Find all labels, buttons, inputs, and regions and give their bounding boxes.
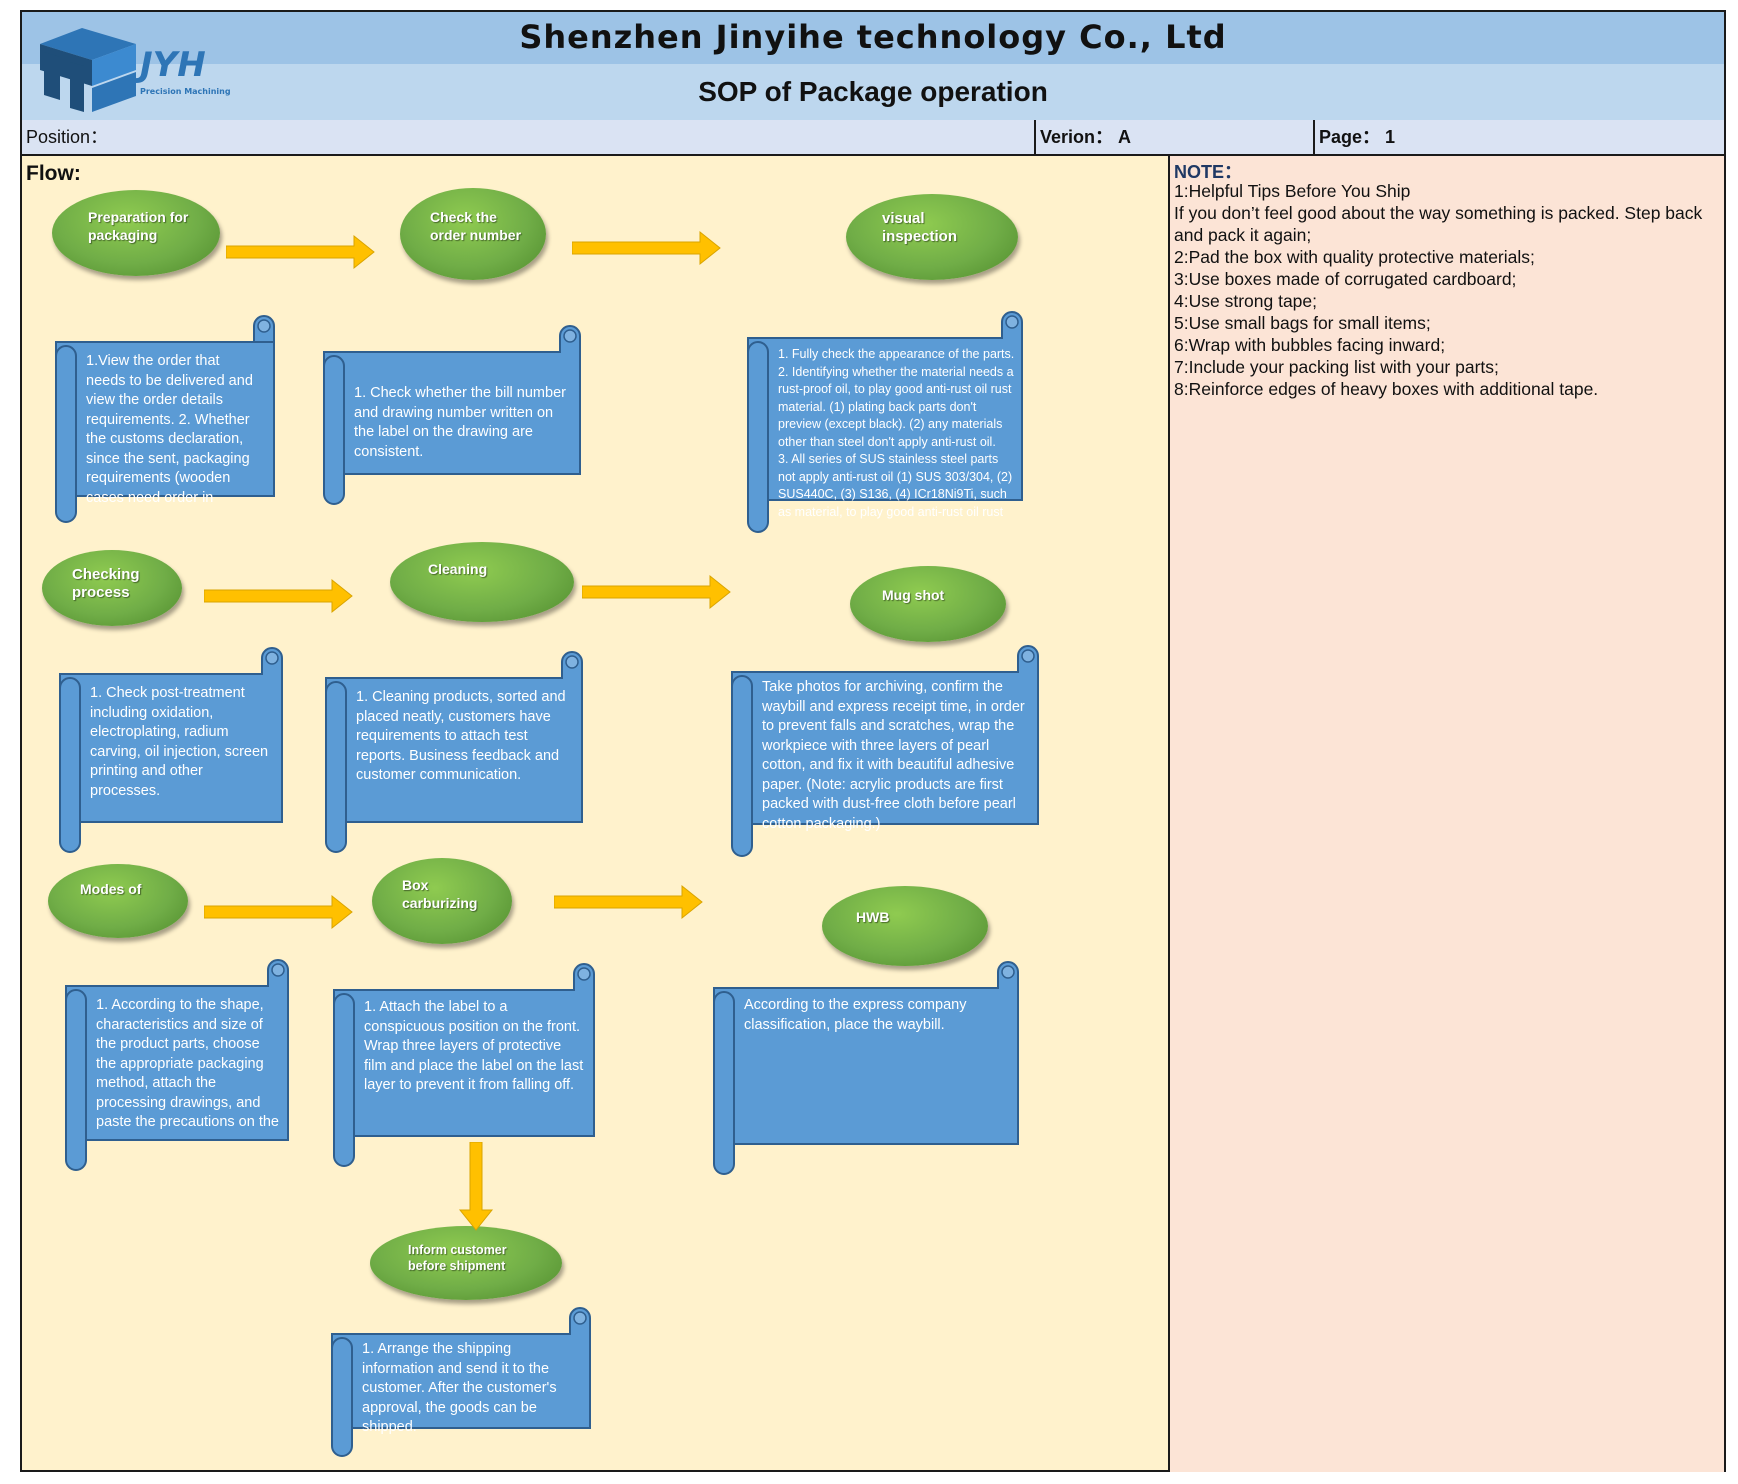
step-description-preparation: 1.View the order that needs to be delive…	[30, 312, 280, 523]
note-item: 8:Reinforce edges of heavy boxes with ad…	[1174, 379, 1599, 399]
note-item: 3:Use boxes made of corrugated cardboard…	[1174, 269, 1517, 289]
description-text: Take photos for archiving, confirm the w…	[762, 679, 1025, 832]
note-item: 7:Include your packing list with your pa…	[1174, 357, 1499, 377]
version-label: Verion：	[1040, 127, 1114, 147]
flow-arrow	[204, 894, 353, 930]
version-field: Verion： A	[1036, 120, 1315, 156]
note-item: 2:Pad the box with quality protective ma…	[1174, 247, 1535, 267]
flow-arrow	[582, 574, 731, 610]
flow-label: Flow:	[26, 162, 81, 185]
step-oval-hwb: HWB	[822, 886, 988, 966]
flow-arrow	[226, 234, 375, 270]
header-band	[22, 12, 1724, 64]
note-item: 4:Use strong tape;	[1174, 291, 1317, 311]
note-item: 1:Helpful Tips Before You Ship	[1174, 181, 1411, 201]
document-title: SOP of Package operation	[698, 76, 1048, 107]
note-item: 6:Wrap with bubbles facing inward;	[1174, 335, 1446, 355]
description-text: 1. Arrange the shipping information and …	[362, 1341, 557, 1435]
notes-list: 1:Helpful Tips Before You Ship If you do…	[1174, 180, 1720, 400]
flow-arrow-down	[458, 1142, 494, 1231]
step-oval-cleaning: Cleaning	[390, 542, 574, 622]
description-text: 1. According to the shape, characteristi…	[96, 997, 279, 1130]
step-description-hwb: According to the express company classif…	[688, 958, 1026, 1176]
description-text: 1. Cleaning products, sorted and placed …	[356, 689, 566, 783]
notes-panel: NOTE： 1:Helpful Tips Before You Ship If …	[1170, 156, 1724, 1472]
step-description-visual-inspection: 1. Fully check the appearance of the par…	[722, 308, 1032, 540]
page-value: 1	[1385, 127, 1396, 147]
header: Shenzhen Jinyihe technology Co., Ltd SOP…	[22, 12, 1724, 122]
divider	[1034, 120, 1036, 156]
position-label: Position：	[26, 127, 109, 147]
divider	[1313, 120, 1315, 156]
step-description-checking-process: 1. Check post-treatment including oxidat…	[34, 644, 288, 854]
note-item: If you don’t feel good about the way som…	[1174, 203, 1703, 245]
sop-sheet: Shenzhen Jinyihe technology Co., Ltd SOP…	[20, 10, 1726, 1472]
step-description-inform-customer: 1. Arrange the shipping information and …	[306, 1304, 598, 1457]
page-label: Page：	[1319, 127, 1381, 147]
description-text: 1. Attach the label to a conspicuous pos…	[364, 999, 584, 1093]
step-description-cleaning: 1. Cleaning products, sorted and placed …	[300, 648, 590, 854]
step-oval-mug-shot: Mug shot	[850, 566, 1006, 642]
version-value: A	[1118, 127, 1132, 147]
description-text: 1.View the order that needs to be delive…	[86, 353, 253, 506]
flow-arrow	[554, 884, 703, 920]
description-text: 1. Check post-treatment including oxidat…	[90, 685, 269, 799]
divider	[1168, 156, 1170, 1472]
note-item: 5:Use small bags for small items;	[1174, 313, 1431, 333]
description-text: 1. Fully check the appearance of the par…	[778, 347, 1015, 519]
company-logo: JYH Precision Machining	[40, 28, 231, 112]
page-field: Page： 1	[1315, 120, 1724, 156]
step-oval-modes-of: Modes of	[48, 864, 188, 938]
flow-arrow	[572, 230, 721, 266]
notes-title: NOTE：	[1174, 162, 1243, 182]
step-description-mug-shot: Take photos for archiving, confirm the w…	[706, 642, 1046, 868]
description-text: According to the express company classif…	[744, 997, 967, 1033]
step-description-modes-of: 1. According to the shape, characteristi…	[40, 956, 294, 1172]
description-text: 1. Check whether the bill number and dra…	[354, 385, 566, 460]
step-description-box-carburizing: 1. Attach the label to a conspicuous pos…	[308, 960, 602, 1168]
position-field: Position：	[22, 120, 1036, 156]
logo-text: JYH	[134, 45, 206, 85]
step-description-check-order: 1. Check whether the bill number and dra…	[298, 322, 588, 512]
company-name: Shenzhen Jinyihe technology Co., Ltd	[519, 18, 1227, 56]
flow-arrow	[204, 578, 353, 614]
logo-tagline: Precision Machining	[140, 87, 231, 96]
